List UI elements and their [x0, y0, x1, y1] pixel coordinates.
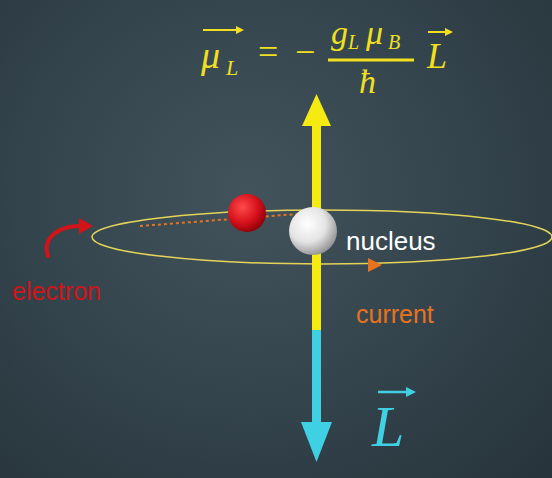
formula-subscript: B — [388, 32, 400, 52]
formula-symbol: ħ — [359, 65, 376, 99]
formula-symbol: g — [331, 16, 348, 50]
formula-symbol: L — [427, 38, 447, 74]
angular-momentum-label: L — [372, 398, 404, 456]
formula-operator: − — [295, 34, 315, 70]
formula-symbol: μ — [366, 16, 383, 50]
formula-symbol: μ — [201, 36, 220, 74]
vector-arrows — [203, 26, 453, 60]
nucleus-sphere — [289, 207, 337, 255]
nucleus-label: nucleus — [346, 228, 436, 254]
vector-arrow-l — [378, 387, 416, 397]
angular-momentum-arrow — [301, 330, 332, 462]
electron-motion-arrow — [47, 218, 93, 256]
formula-subscript: L — [226, 57, 238, 79]
current-arrowhead — [368, 258, 382, 272]
formula-operator: = — [258, 34, 278, 70]
electron-sphere — [228, 194, 266, 232]
electron-label: electron — [12, 279, 101, 304]
formula-subscript: L — [348, 32, 359, 52]
radius-line — [140, 214, 298, 226]
fraction-bar — [328, 59, 414, 62]
current-label: current — [356, 302, 434, 327]
